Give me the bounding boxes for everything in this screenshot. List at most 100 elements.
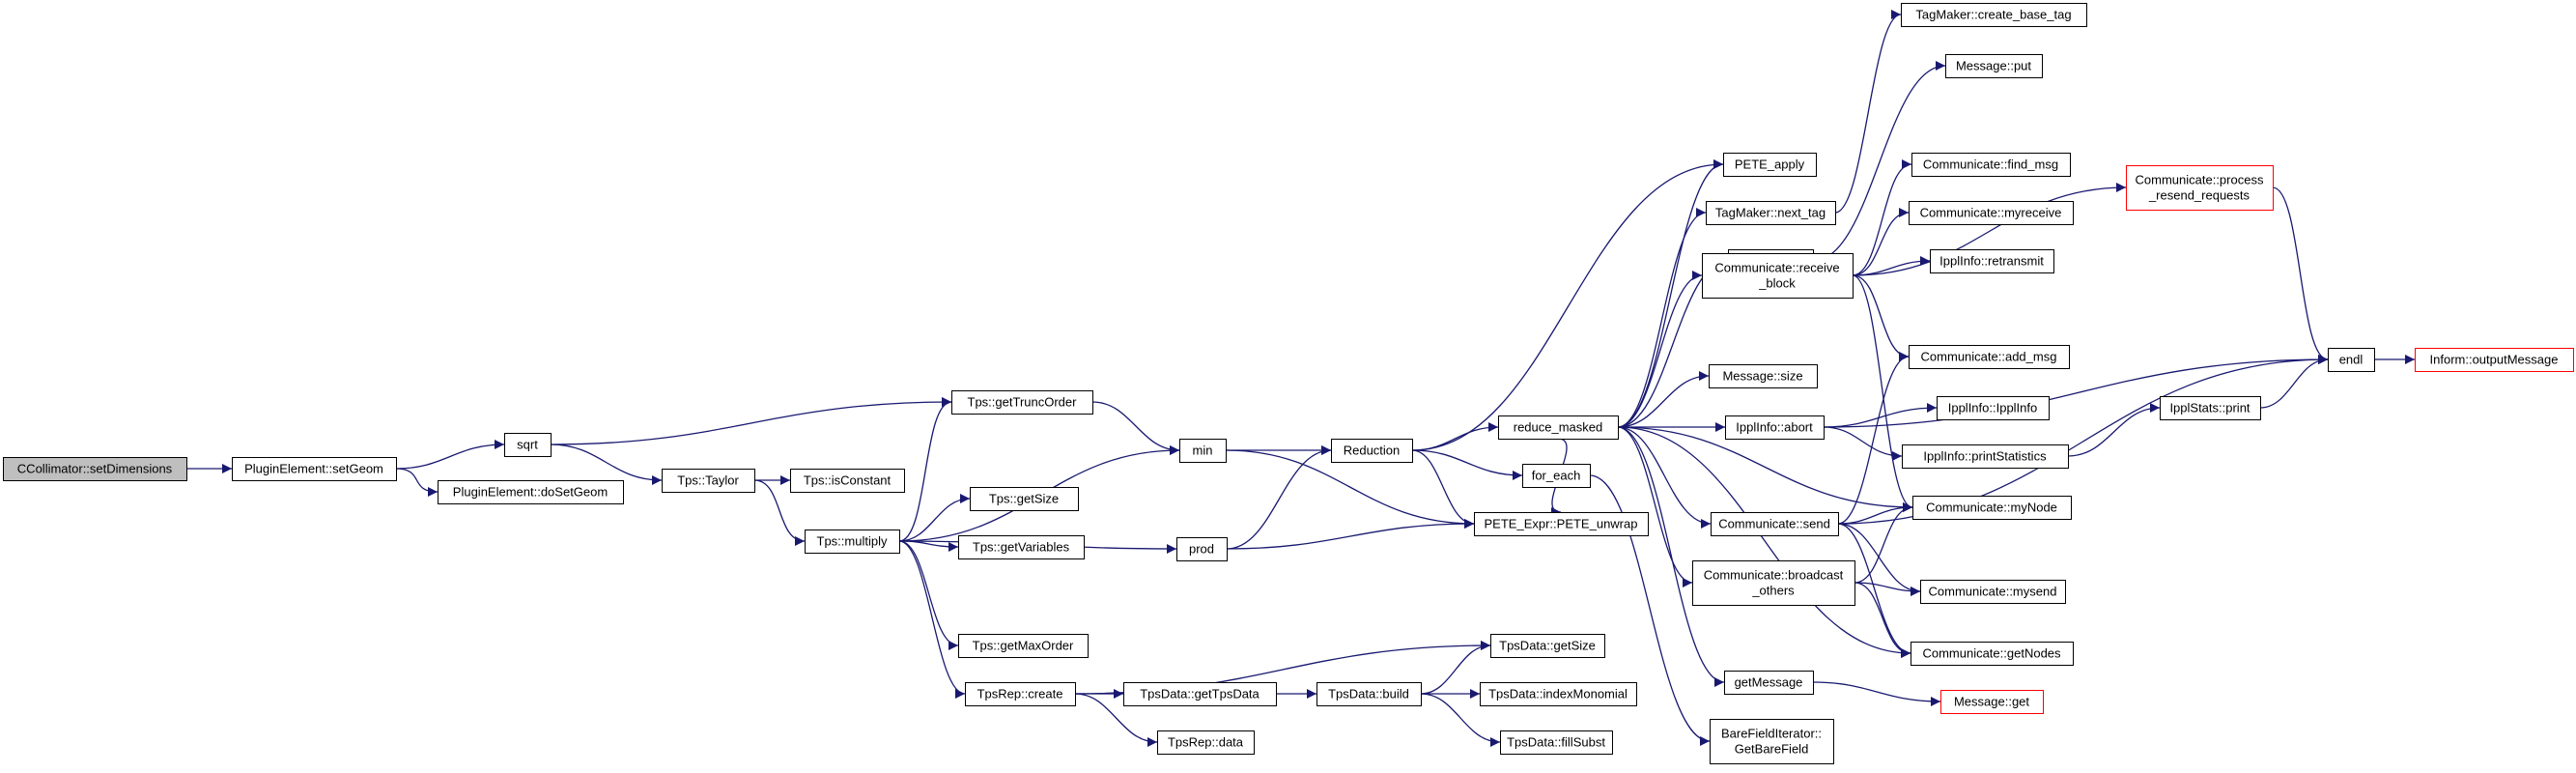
node-communicate-process-resend-requests[interactable]: Communicate::process_resend_requests — [2126, 165, 2274, 211]
node-ipplinfo-retransmit[interactable]: IpplInfo::retransmit — [1930, 249, 2054, 273]
node-prod[interactable]: prod — [1176, 537, 1228, 561]
node-label: TpsRep::create — [977, 687, 1063, 701]
node-inform-outputmessage[interactable]: Inform::outputMessage — [2415, 348, 2574, 372]
call-edge — [1852, 208, 1910, 276]
node-label: TpsData::build — [1328, 687, 1409, 701]
node-box — [1940, 690, 2044, 714]
node-ipplinfo-printstatistics[interactable]: IpplInfo::printStatistics — [1902, 444, 2069, 469]
node-communicate-myreceive[interactable]: Communicate::myreceive — [1909, 201, 2074, 225]
node-communicate-mynode[interactable]: Communicate::myNode — [1912, 496, 2072, 520]
node-tpsdata-gettpsdata[interactable]: TpsData::getTpsData — [1123, 682, 1277, 706]
node-box — [504, 433, 552, 457]
call-edge — [1812, 61, 1946, 262]
node-box — [438, 480, 624, 504]
node-communicate-getnodes[interactable]: Communicate::getNodes — [1911, 642, 2074, 666]
node-box — [2328, 348, 2375, 372]
node-label: BareFieldIterator:: — [1721, 727, 1822, 741]
node-ipplinfo-ipplinfo[interactable]: IpplInfo::IpplInfo — [1937, 396, 2050, 420]
node-label: PluginElement::doSetGeom — [453, 485, 608, 500]
call-edge — [1617, 208, 1707, 428]
call-edge — [1617, 371, 1710, 428]
call-edge — [1411, 449, 1523, 480]
node-box — [1706, 201, 1836, 225]
node-box — [805, 530, 900, 554]
node-barefielditerator-getbarefield[interactable]: BareFieldIterator::GetBareField — [1710, 719, 1834, 764]
node-label: Tps::getVariables — [973, 540, 1070, 555]
node-tpsdata-indexmonomial[interactable]: TpsData::indexMonomial — [1480, 682, 1637, 706]
call-edge — [1589, 474, 1711, 746]
call-edge — [1852, 274, 1913, 512]
node-tps-getvariables[interactable]: Tps::getVariables — [958, 535, 1085, 559]
node-message-put[interactable]: Message::put — [1945, 54, 2043, 78]
call-edge — [1854, 502, 1913, 584]
node-tpsdata-build[interactable]: TpsData::build — [1316, 682, 1422, 706]
node-box — [1480, 682, 1637, 706]
node-box — [958, 535, 1085, 559]
node-box — [970, 487, 1079, 511]
node-min[interactable]: min — [1179, 439, 1227, 463]
node-box — [1692, 560, 1855, 606]
node-label: Communicate::myreceive — [1920, 206, 2062, 220]
node-box — [790, 469, 905, 493]
node-box — [2126, 165, 2274, 211]
node-pluginelement-setgeom[interactable]: PluginElement::setGeom — [232, 457, 397, 481]
call-edge — [1823, 426, 1903, 461]
node-tps-getsize[interactable]: Tps::getSize — [970, 487, 1079, 511]
call-edge — [1091, 401, 1180, 455]
node-tps-multiply[interactable]: Tps::multiply — [805, 530, 900, 554]
call-edge — [1617, 159, 1724, 428]
node-ipplinfo-abort[interactable]: IpplInfo::abort — [1725, 415, 1825, 440]
node-communicate-find-msg[interactable]: Communicate::find_msg — [1911, 153, 2071, 177]
call-edge — [1617, 426, 1712, 529]
node-tagmaker-next-tag[interactable]: TagMaker::next_tag — [1706, 201, 1836, 225]
node-label: Tps::getSize — [989, 492, 1059, 506]
call-edge — [550, 397, 952, 445]
node-for-each[interactable]: for_each — [1522, 464, 1591, 488]
node-box — [1711, 512, 1839, 536]
node-tps-taylor[interactable]: Tps::Taylor — [662, 469, 755, 493]
call-edge — [1617, 426, 1911, 658]
node-tpsrep-data[interactable]: TpsRep::data — [1157, 730, 1255, 755]
node-tps-gettruncorder[interactable]: Tps::getTruncOrder — [951, 390, 1093, 415]
node-tpsrep-create[interactable]: TpsRep::create — [965, 682, 1076, 706]
node-tps-isconstant[interactable]: Tps::isConstant — [790, 469, 905, 493]
node-communicate-send[interactable]: Communicate::send — [1711, 512, 1839, 536]
node-box — [958, 634, 1089, 658]
node-label: Tps::getTruncOrder — [968, 395, 1078, 410]
node-ccollimator-setdimensions[interactable]: CCollimator::setDimensions — [3, 457, 187, 481]
node-getmessage[interactable]: getMessage — [1724, 671, 1814, 695]
node-label: TpsData::getTpsData — [1140, 687, 1260, 701]
call-edge — [898, 540, 959, 650]
node-tpsdata-getsize[interactable]: TpsData::getSize — [1490, 634, 1605, 658]
node-reduce-masked[interactable]: reduce_masked — [1498, 415, 1619, 440]
node-reduction[interactable]: Reduction — [1331, 439, 1413, 463]
node-ipplstats-print[interactable]: IpplStats::print — [2160, 396, 2261, 420]
node-box — [2415, 348, 2574, 372]
node-communicate-broadcast-others[interactable]: Communicate::broadcast_others — [1692, 560, 1855, 606]
node-box — [1909, 201, 2074, 225]
node-tpsdata-fillsubst[interactable]: TpsData::fillSubst — [1500, 730, 1613, 755]
node-communicate-receive-block[interactable]: Communicate::receive_block — [1702, 253, 1854, 299]
node-box — [1724, 671, 1814, 695]
node-label: _block — [1758, 276, 1796, 291]
node-pluginelement-dosetgeom[interactable]: PluginElement::doSetGeom — [438, 480, 624, 504]
node-pete-expr-pete-unwrap[interactable]: PETE_Expr::PETE_unwrap — [1474, 512, 1649, 536]
node-communicate-add-msg[interactable]: Communicate::add_msg — [1909, 345, 2070, 369]
node-label: TagMaker::create_base_tag — [1915, 8, 2071, 22]
node-tagmaker-create-base-tag[interactable]: TagMaker::create_base_tag — [1901, 3, 2087, 27]
call-edge — [898, 540, 966, 699]
node-communicate-mysend[interactable]: Communicate::mysend — [1920, 580, 2066, 604]
node-label: IpplInfo::abort — [1736, 420, 1813, 435]
call-edge — [1420, 641, 1491, 695]
node-sqrt[interactable]: sqrt — [504, 433, 552, 457]
node-box — [1725, 415, 1825, 440]
node-tps-getmaxorder[interactable]: Tps::getMaxOrder — [958, 634, 1089, 658]
node-pete-apply[interactable]: PETE_apply — [1723, 153, 1817, 177]
node-message-size[interactable]: Message::size — [1709, 364, 1818, 388]
node-box — [1316, 682, 1422, 706]
node-label: GetBareField — [1735, 742, 1809, 757]
node-endl[interactable]: endl — [2328, 348, 2375, 372]
node-message-get[interactable]: Message::get — [1940, 690, 2044, 714]
node-label: Tps::Taylor — [677, 473, 739, 488]
